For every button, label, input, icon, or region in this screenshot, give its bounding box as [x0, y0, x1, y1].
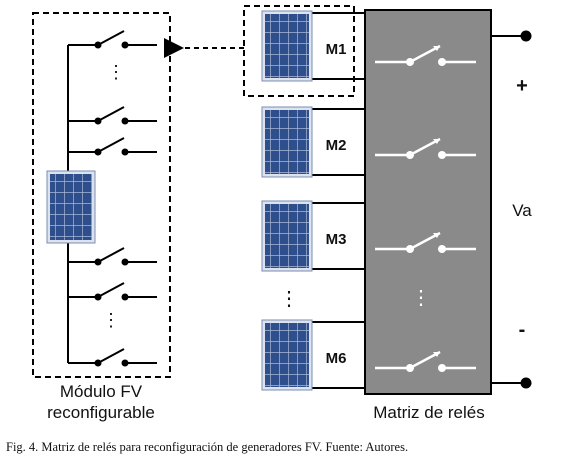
reconfigurable-module-frame [32, 12, 171, 378]
module-m3: M3 [261, 200, 365, 272]
left-switch [68, 106, 157, 125]
solar-panel-icon [46, 170, 96, 244]
module-label: M6 [326, 350, 347, 367]
module-label: M1 [326, 41, 347, 58]
matrix-switch [375, 137, 476, 159]
plus-sign: + [516, 75, 528, 97]
reconfigurable-module: ⋮ ⋮ Módulo FV reconfigurable [32, 12, 171, 422]
module-m2: M2 [261, 106, 365, 178]
left-switch [68, 137, 157, 156]
relay-matrix: ⋮ Matriz de relés [364, 9, 492, 422]
left-ellipsis-top: ⋮ [107, 62, 125, 82]
module-label: M2 [326, 137, 347, 154]
minus-sign: - [519, 319, 526, 341]
matrix-switch [375, 44, 476, 66]
solar-panel-icon [261, 106, 313, 178]
left-ellipsis-bottom: ⋮ [102, 310, 120, 330]
left-switch [68, 247, 157, 266]
negative-terminal [520, 377, 532, 389]
left-switches [68, 30, 157, 367]
left-switch [68, 282, 157, 301]
positive-terminal [520, 30, 532, 42]
solar-panel-icon [261, 200, 313, 272]
matrix-switch [375, 231, 476, 253]
solar-panel-icon [261, 10, 313, 82]
matrix-switches [375, 44, 476, 372]
module-m6: M6 [261, 319, 365, 391]
matrix-ellipsis: ⋮ [411, 287, 431, 309]
relay-matrix-box [364, 9, 492, 395]
output-terminals: + Va - [491, 30, 532, 389]
module-label-line1: Módulo FV [60, 382, 143, 401]
figure-caption: Fig. 4. Matriz de relés para reconfigura… [6, 440, 408, 454]
module-label: M3 [326, 231, 347, 248]
module-label-line2: reconfigurable [47, 403, 155, 422]
left-switch [68, 348, 157, 367]
matrix-switch [375, 350, 476, 372]
module-ellipsis: ⋮ [279, 288, 299, 310]
left-switch [68, 30, 157, 49]
module-m1: M1 [261, 10, 365, 82]
matrix-label: Matriz de relés [373, 403, 484, 422]
voltage-label: Va [512, 201, 532, 220]
m1-highlight-frame [243, 5, 355, 97]
solar-panel-icon [261, 319, 313, 391]
